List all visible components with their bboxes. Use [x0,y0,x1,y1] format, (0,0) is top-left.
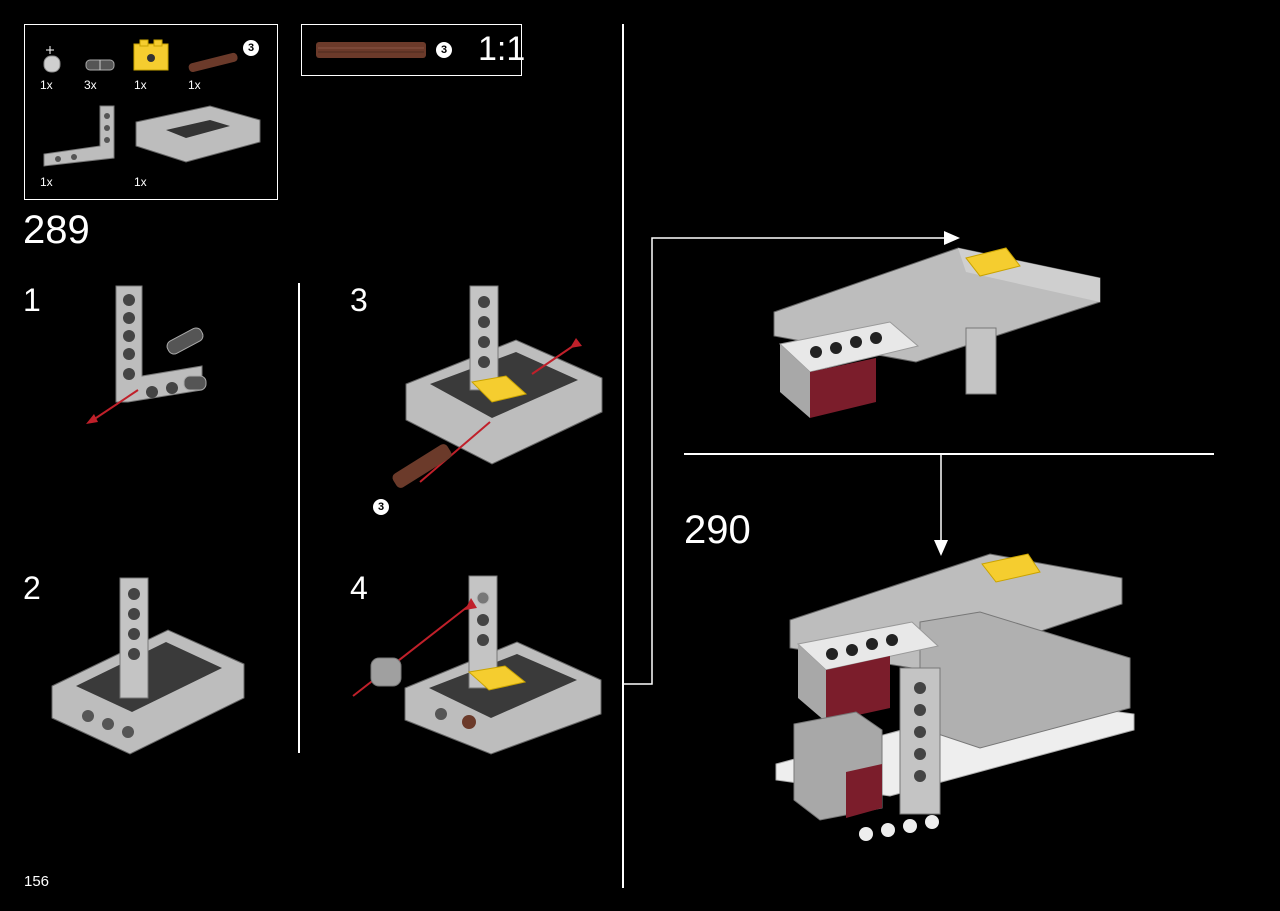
substep-divider [298,283,300,753]
axle-icon [188,52,238,73]
substep-number: 1 [23,282,41,318]
l-beam-icon [43,105,115,167]
substep-number: 2 [23,570,41,606]
pin-icon [85,59,115,71]
part-qty: 3x [84,78,97,92]
substep2-illustration [51,577,245,755]
scale-ratio: 1:1 [478,30,526,68]
axle-actual-size-icon [316,42,426,58]
frame-icon [135,105,261,163]
substep-number: 4 [350,570,368,606]
part-qty: 1x [188,78,201,92]
substep1-illustration [86,285,207,424]
part-qty: 1x [40,175,53,189]
substep-number: 3 [350,282,368,318]
scale-box [301,24,522,76]
substep3-badge-icon: 3 [373,499,389,515]
substep3-illustration [392,285,603,488]
part-qty: 1x [134,78,147,92]
page-number: 156 [24,873,50,890]
page-divider [622,24,624,888]
step289-result-illustration [773,247,1101,418]
part-qty: 1x [134,175,147,189]
step290-result-illustration [775,553,1135,841]
part-qty: 1x [40,78,53,92]
yellow-brick-icon [133,39,169,71]
parts-list-box [24,24,278,200]
scale-badge-icon: 3 [436,42,452,58]
step-number: 290 [684,508,751,552]
step-number: 289 [23,208,90,252]
substep4-illustration [352,575,602,755]
step-divider [684,453,1214,455]
bushing-icon [43,46,61,73]
part-badge-icon: 3 [243,40,259,56]
